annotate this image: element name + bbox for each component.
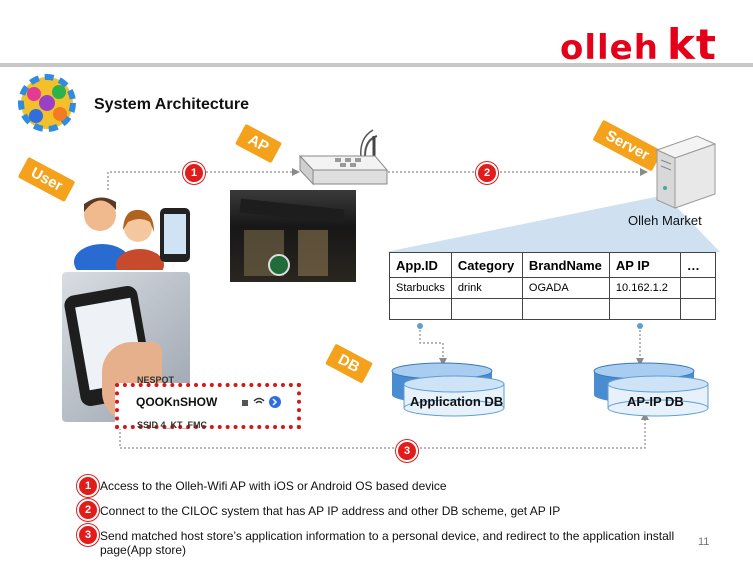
table-cell: drink	[450, 277, 523, 299]
bullet-3-marker: 3	[77, 524, 99, 546]
server-label: Olleh Market	[628, 213, 702, 228]
users-icon	[74, 197, 190, 270]
logo-brand: kt	[666, 20, 717, 69]
table-row	[389, 298, 716, 320]
step-1-marker: 1	[183, 162, 205, 184]
page-title: System Architecture	[94, 96, 250, 113]
application-db-label: Application DB	[410, 394, 504, 409]
table-cell: OGADA	[521, 277, 610, 299]
wifi-status-icons	[242, 396, 281, 408]
ap-ip-db-label: AP-IP DB	[627, 394, 684, 409]
ap-ip-db-icon	[593, 362, 709, 417]
table-cell	[608, 298, 681, 320]
table-cell	[450, 298, 523, 320]
bullet-2-text: Connect to the CILOC system that has AP …	[100, 504, 561, 518]
server-icon	[655, 135, 717, 209]
bullet-1-text: Access to the Olleh-Wifi AP with iOS or …	[100, 479, 447, 493]
table-cell: 10.162.1.2	[608, 277, 681, 299]
step-3-marker: 3	[396, 440, 418, 462]
database-table: App.ID Category BrandName AP IP … Starbu…	[389, 252, 716, 320]
table-cell: Starbucks	[389, 277, 452, 299]
gear-people-icon	[18, 74, 76, 132]
table-cell	[521, 298, 610, 320]
table-cell	[679, 298, 716, 320]
wifi-list-item: SSID 4_KT_FMC	[137, 420, 208, 430]
application-db-icon	[391, 362, 505, 417]
selected-wifi-ssid: QOOKnSHOW	[136, 395, 218, 409]
column-header: Category	[450, 252, 523, 278]
wifi-list-item: NESPOT	[137, 375, 175, 385]
bullet-1-marker: 1	[77, 475, 99, 497]
bullet-2-marker: 2	[77, 499, 99, 521]
store-photo	[230, 190, 356, 282]
table-cell	[679, 277, 716, 299]
selected-wifi-row	[115, 383, 301, 429]
header-divider	[0, 63, 753, 67]
column-header: App.ID	[389, 252, 452, 278]
table-row: Starbucks drink OGADA 10.162.1.2	[389, 277, 716, 299]
column-header: …	[679, 252, 716, 278]
logo-word: olleh	[560, 28, 659, 68]
column-header: AP IP	[608, 252, 681, 278]
wifi-router-icon	[298, 129, 389, 186]
step-2-marker: 2	[476, 162, 498, 184]
bullet-3-text: Send matched host store’s application in…	[100, 529, 675, 557]
column-header: BrandName	[521, 252, 610, 278]
page-number: 11	[698, 536, 710, 548]
table-cell	[389, 298, 452, 320]
